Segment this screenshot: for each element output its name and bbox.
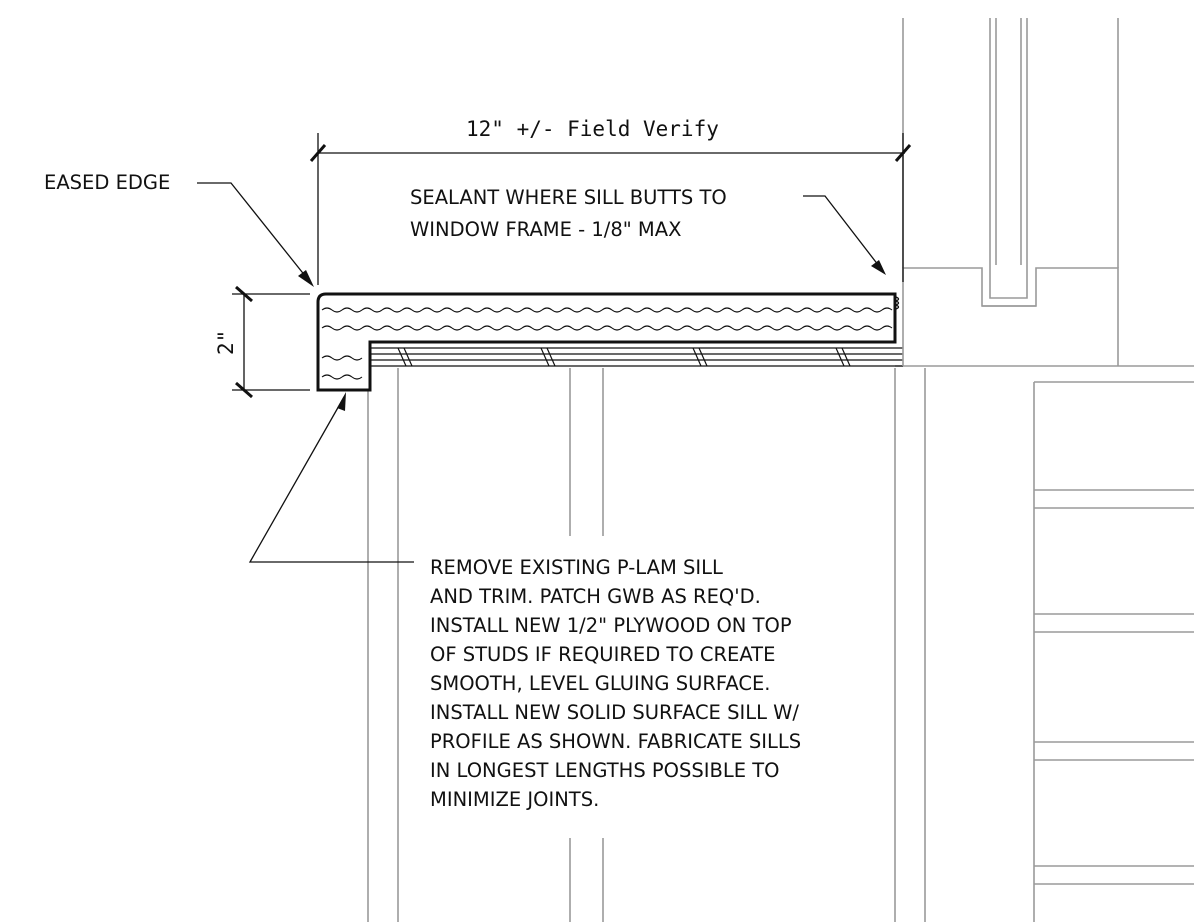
note-line: INSTALL NEW 1/2" PLYWOOD ON TOP xyxy=(430,614,792,637)
installation-note: REMOVE EXISTING P-LAM SILL AND TRIM. PAT… xyxy=(430,553,950,814)
hatch-line xyxy=(321,374,363,380)
note-line: PROFILE AS SHOWN. FABRICATE SILLS xyxy=(430,730,802,753)
arrow-sealant xyxy=(871,260,886,275)
note-line: REMOVE EXISTING P-LAM SILL xyxy=(430,556,723,579)
note-line: IN LONGEST LENGTHS POSSIBLE TO xyxy=(430,759,780,782)
sill-hatch xyxy=(321,307,893,380)
eased-edge-leader xyxy=(197,182,311,283)
width-dimension-label: 12" +/- Field Verify xyxy=(466,117,719,141)
height-dimension xyxy=(232,285,310,399)
sealant-label-line2: WINDOW FRAME - 1/8" MAX xyxy=(410,218,682,241)
hatch-line xyxy=(321,325,893,331)
casework xyxy=(1033,381,1194,922)
plywood-layer xyxy=(370,347,903,367)
hatch-line xyxy=(321,307,893,313)
note-line: SMOOTH, LEVEL GLUING SURFACE. xyxy=(430,672,771,695)
eased-edge-label: EASED EDGE xyxy=(44,171,171,194)
arrowheads xyxy=(298,260,886,411)
sealant-leader xyxy=(803,195,883,271)
sealant-label-line1: SEALANT WHERE SILL BUTTS TO xyxy=(410,186,727,209)
height-dimension-label: 2" xyxy=(214,329,238,355)
window-frame xyxy=(902,18,1119,366)
note-line: OF STUDS IF REQUIRED TO CREATE xyxy=(430,643,776,666)
leaders xyxy=(197,182,883,563)
solid-surface-sill xyxy=(316,292,900,392)
sealant-mark xyxy=(894,296,900,310)
note-line: INSTALL NEW SOLID SURFACE SILL W/ xyxy=(430,701,799,724)
arrow-eased-edge xyxy=(298,270,314,287)
hatch-line xyxy=(321,355,363,361)
width-dimension xyxy=(309,133,912,285)
wall-framing xyxy=(367,365,1194,922)
note-line: AND TRIM. PATCH GWB AS REQ'D. xyxy=(430,585,761,608)
note-line: MINIMIZE JOINTS. xyxy=(430,788,600,811)
arrow-note xyxy=(337,392,346,411)
note-leader xyxy=(248,396,414,563)
